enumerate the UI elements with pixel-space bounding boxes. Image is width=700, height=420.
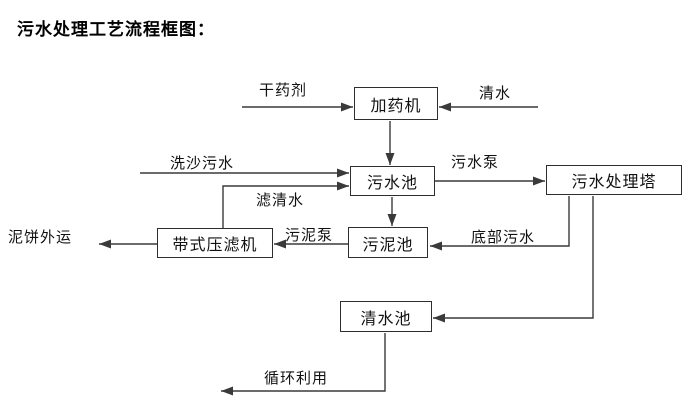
flow-label-mud-cake-out: 泥饼外运 [8, 229, 73, 246]
node-dosing-machine: 加药机 [354, 87, 438, 120]
node-clean-water-pool: 清水池 [340, 301, 432, 332]
node-sewage-treatment-tower: 污水处理塔 [546, 165, 682, 195]
flow-label-clean-water-in: 清水 [479, 85, 512, 102]
edge-tower-to-clean-water-pool [433, 196, 594, 323]
flow-label-bottom-sewage: 底部污水 [471, 229, 536, 246]
flow-label-sand-washing-sewage: 洗沙污水 [170, 155, 235, 172]
flow-label-dry-chemical: 干药剂 [259, 82, 308, 99]
node-belt-filter-press: 带式压滤机 [157, 228, 273, 258]
flow-label-sewage-pump: 污水泵 [451, 154, 500, 171]
flow-label-sludge-pump: 污泥泵 [285, 227, 334, 244]
flow-label-filtered-water: 滤清水 [256, 192, 305, 209]
flow-label-recycle-use: 循环利用 [264, 370, 329, 387]
node-sludge-pool: 污泥池 [348, 227, 428, 258]
page-title: 污水处理工艺流程框图： [17, 20, 215, 39]
edge-press-to-sewage-pool-filtered-water [222, 181, 349, 228]
edge-clean-water-pool-to-recycle [221, 333, 386, 396]
edge-tower-to-sludge-pool-bottom-sewage [430, 196, 570, 251]
node-sewage-pool: 污水池 [350, 166, 435, 196]
